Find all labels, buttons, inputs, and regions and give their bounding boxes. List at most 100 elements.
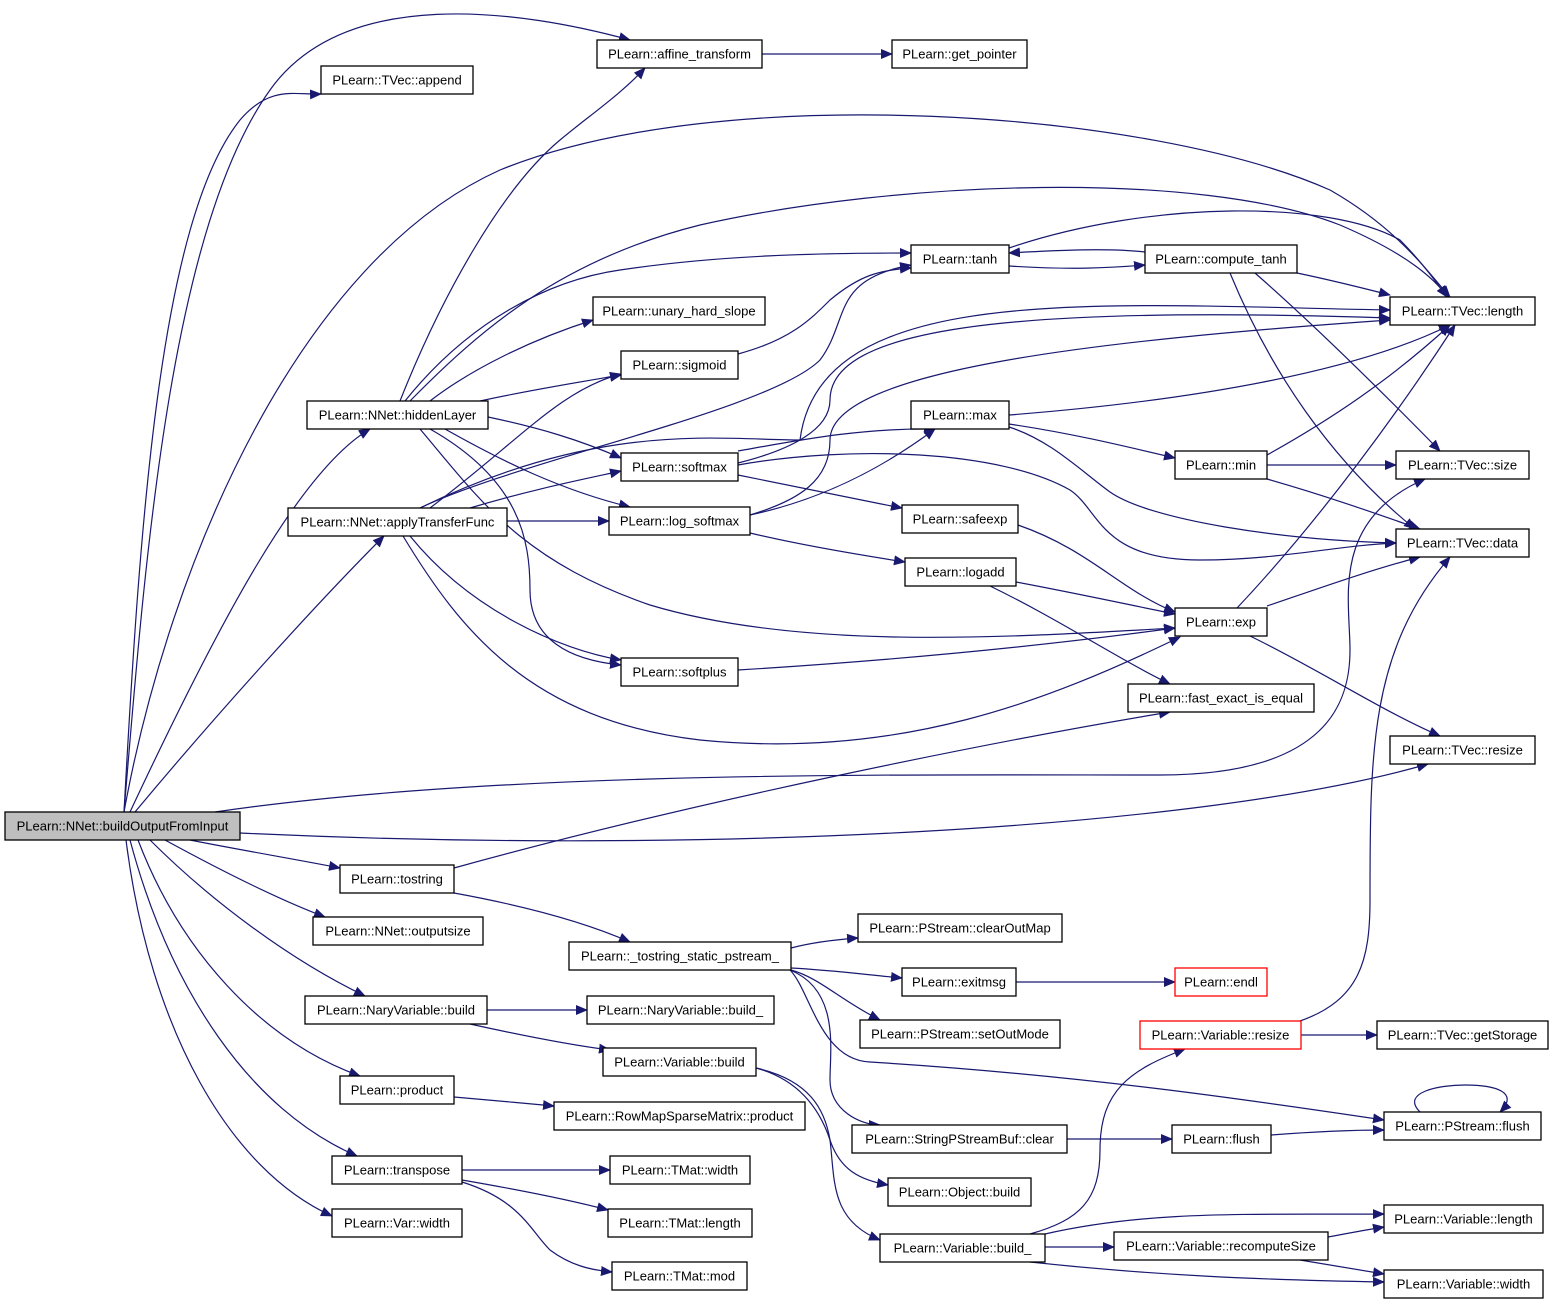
node-stringpsb-clear[interactable]: PLearn::StringPStreamBuf::clear <box>851 1124 1068 1154</box>
node-tostring-static[interactable]: PLearn::_tostring_static_pstream_ <box>568 941 792 971</box>
node-box <box>859 1019 1061 1049</box>
node-root[interactable]: PLearn::NNet::buildOutputFromInput <box>4 811 241 841</box>
node-box <box>1174 450 1268 480</box>
node-log-softmax[interactable]: PLearn::log_softmax <box>608 506 751 536</box>
node-unary-hard-slope[interactable]: PLearn::unary_hard_slope <box>592 296 766 326</box>
node-logadd[interactable]: PLearn::logadd <box>904 557 1017 587</box>
edge-log-softmax-to-logadd <box>749 532 906 566</box>
edge-exp-to-tvec-data <box>1266 554 1421 607</box>
node-label: PLearn::get_pointer <box>902 47 1017 62</box>
node-box <box>320 65 474 95</box>
edge-transpose-to-tmat-mod <box>461 1181 613 1276</box>
node-compute-tanh[interactable]: PLearn::compute_tanh <box>1144 244 1298 274</box>
node-tvec-getStorage[interactable]: PLearn::TVec::getStorage <box>1376 1020 1549 1050</box>
edge-hiddenLayer-to-log-softmax <box>444 428 631 510</box>
node-box <box>1389 296 1536 326</box>
node-pstream-setOutMode[interactable]: PLearn::PStream::setOutMode <box>859 1019 1061 1049</box>
node-label: PLearn::flush <box>1183 1132 1260 1147</box>
node-softplus[interactable]: PLearn::softplus <box>620 657 739 687</box>
node-label: PLearn::PStream::flush <box>1395 1119 1529 1134</box>
edges <box>123 13 1512 1287</box>
node-outputsize[interactable]: PLearn::NNet::outputsize <box>312 916 484 946</box>
node-label: PLearn::tanh <box>923 252 997 267</box>
node-tvec-size[interactable]: PLearn::TVec::size <box>1395 450 1530 480</box>
node-naryvar-build-[interactable]: PLearn::NaryVariable::build_ <box>586 995 775 1025</box>
edge-tostring-static-to-pstream-flush <box>789 969 1385 1124</box>
edge-root-to-tostring <box>189 839 341 871</box>
node-variable-recomputeSize[interactable]: PLearn::Variable::recomputeSize <box>1113 1231 1329 1261</box>
edge-tostring-static-to-pstream-setOutMode <box>790 969 881 1021</box>
node-box <box>1171 1124 1272 1154</box>
node-min[interactable]: PLearn::min <box>1174 450 1268 480</box>
node-box <box>609 1155 751 1185</box>
node-tvec-resize[interactable]: PLearn::TVec::resize <box>1389 735 1536 765</box>
node-rowmap-product[interactable]: PLearn::RowMapSparseMatrix::product <box>553 1101 806 1131</box>
node-hiddenLayer[interactable]: PLearn::NNet::hiddenLayer <box>306 400 489 430</box>
node-box <box>1383 1269 1544 1299</box>
node-object-build[interactable]: PLearn::Object::build <box>887 1177 1032 1207</box>
node-tvec-append[interactable]: PLearn::TVec::append <box>320 65 474 95</box>
node-variable-width[interactable]: PLearn::Variable::width <box>1383 1269 1544 1299</box>
node-box <box>339 864 455 894</box>
node-endl[interactable]: PLearn::endl <box>1174 967 1268 997</box>
edge-tostring-to-fast-exact-is-equal <box>453 708 1171 869</box>
edge-tostring-static-to-exitmsg <box>790 967 903 982</box>
node-naryvar-build[interactable]: PLearn::NaryVariable::build <box>304 995 488 1025</box>
node-label: PLearn::max <box>923 408 997 423</box>
node-box <box>602 1047 757 1077</box>
node-tmat-length[interactable]: PLearn::TMat::length <box>607 1208 753 1238</box>
node-flush[interactable]: PLearn::flush <box>1171 1124 1272 1154</box>
node-box <box>306 400 489 430</box>
node-tostring[interactable]: PLearn::tostring <box>339 864 455 894</box>
node-box <box>1395 450 1530 480</box>
edge-max-to-tvec-length <box>1008 324 1451 416</box>
node-box <box>620 657 739 687</box>
node-max[interactable]: PLearn::max <box>910 400 1010 430</box>
node-variable-build[interactable]: PLearn::Variable::build <box>602 1047 757 1077</box>
node-tvec-length[interactable]: PLearn::TVec::length <box>1389 296 1536 326</box>
node-tmat-width[interactable]: PLearn::TMat::width <box>609 1155 751 1185</box>
edge-softplus-to-exp <box>737 624 1176 671</box>
node-tanh[interactable]: PLearn::tanh <box>910 244 1010 274</box>
node-label: PLearn::TMat::mod <box>624 1269 735 1284</box>
node-box <box>607 1208 753 1238</box>
edge-compute-tanh-to-tanh <box>1008 247 1146 258</box>
node-label: PLearn::TVec::getStorage <box>1388 1028 1538 1043</box>
edge-root-to-affine-transform <box>123 13 631 813</box>
edge-root-to-tvec-size <box>214 478 1426 813</box>
node-var-width[interactable]: PLearn::Var::width <box>331 1208 463 1238</box>
node-exitmsg[interactable]: PLearn::exitmsg <box>901 967 1017 997</box>
node-box <box>904 557 1017 587</box>
node-box <box>331 1208 463 1238</box>
node-get-pointer[interactable]: PLearn::get_pointer <box>891 39 1028 69</box>
node-box <box>879 1233 1046 1263</box>
edge-exp-to-tvec-resize <box>1249 635 1441 737</box>
node-pstream-clearOutMap[interactable]: PLearn::PStream::clearOutMap <box>857 913 1063 943</box>
node-softmax[interactable]: PLearn::softmax <box>620 452 739 482</box>
node-box <box>1395 528 1530 558</box>
node-transpose[interactable]: PLearn::transpose <box>331 1155 463 1185</box>
node-variable-build-[interactable]: PLearn::Variable::build_ <box>879 1233 1046 1263</box>
node-sigmoid[interactable]: PLearn::sigmoid <box>620 350 739 380</box>
node-fast-exact-is-equal[interactable]: PLearn::fast_exact_is_equal <box>1127 683 1315 713</box>
node-box <box>891 39 1028 69</box>
node-exp[interactable]: PLearn::exp <box>1174 607 1268 637</box>
edge-root-to-var-width <box>125 839 333 1217</box>
node-applyTransferFunc[interactable]: PLearn::NNet::applyTransferFunc <box>287 507 508 537</box>
edge-applyTransferFunc-to-exp <box>402 535 1181 745</box>
node-tmat-mod[interactable]: PLearn::TMat::mod <box>611 1261 748 1291</box>
edge-tanh-to-tvec-length <box>1008 210 1448 298</box>
edge-softmax-to-safeexp <box>737 474 903 511</box>
node-product[interactable]: PLearn::product <box>339 1075 455 1105</box>
node-pstream-flush[interactable]: PLearn::PStream::flush <box>1383 1111 1542 1141</box>
node-variable-length[interactable]: PLearn::Variable::length <box>1383 1204 1544 1234</box>
edge-hiddenLayer-to-unary-hard-slope <box>429 318 594 402</box>
node-label: PLearn::NNet::buildOutputFromInput <box>17 819 229 834</box>
node-box <box>910 400 1010 430</box>
node-tvec-data[interactable]: PLearn::TVec::data <box>1395 528 1530 558</box>
node-variable-resize[interactable]: PLearn::Variable::resize <box>1139 1020 1302 1050</box>
node-safeexp[interactable]: PLearn::safeexp <box>901 504 1019 534</box>
node-affine-transform[interactable]: PLearn::affine_transform <box>596 39 763 69</box>
edge-tostring-static-to-pstream-clearOutMap <box>790 933 859 949</box>
